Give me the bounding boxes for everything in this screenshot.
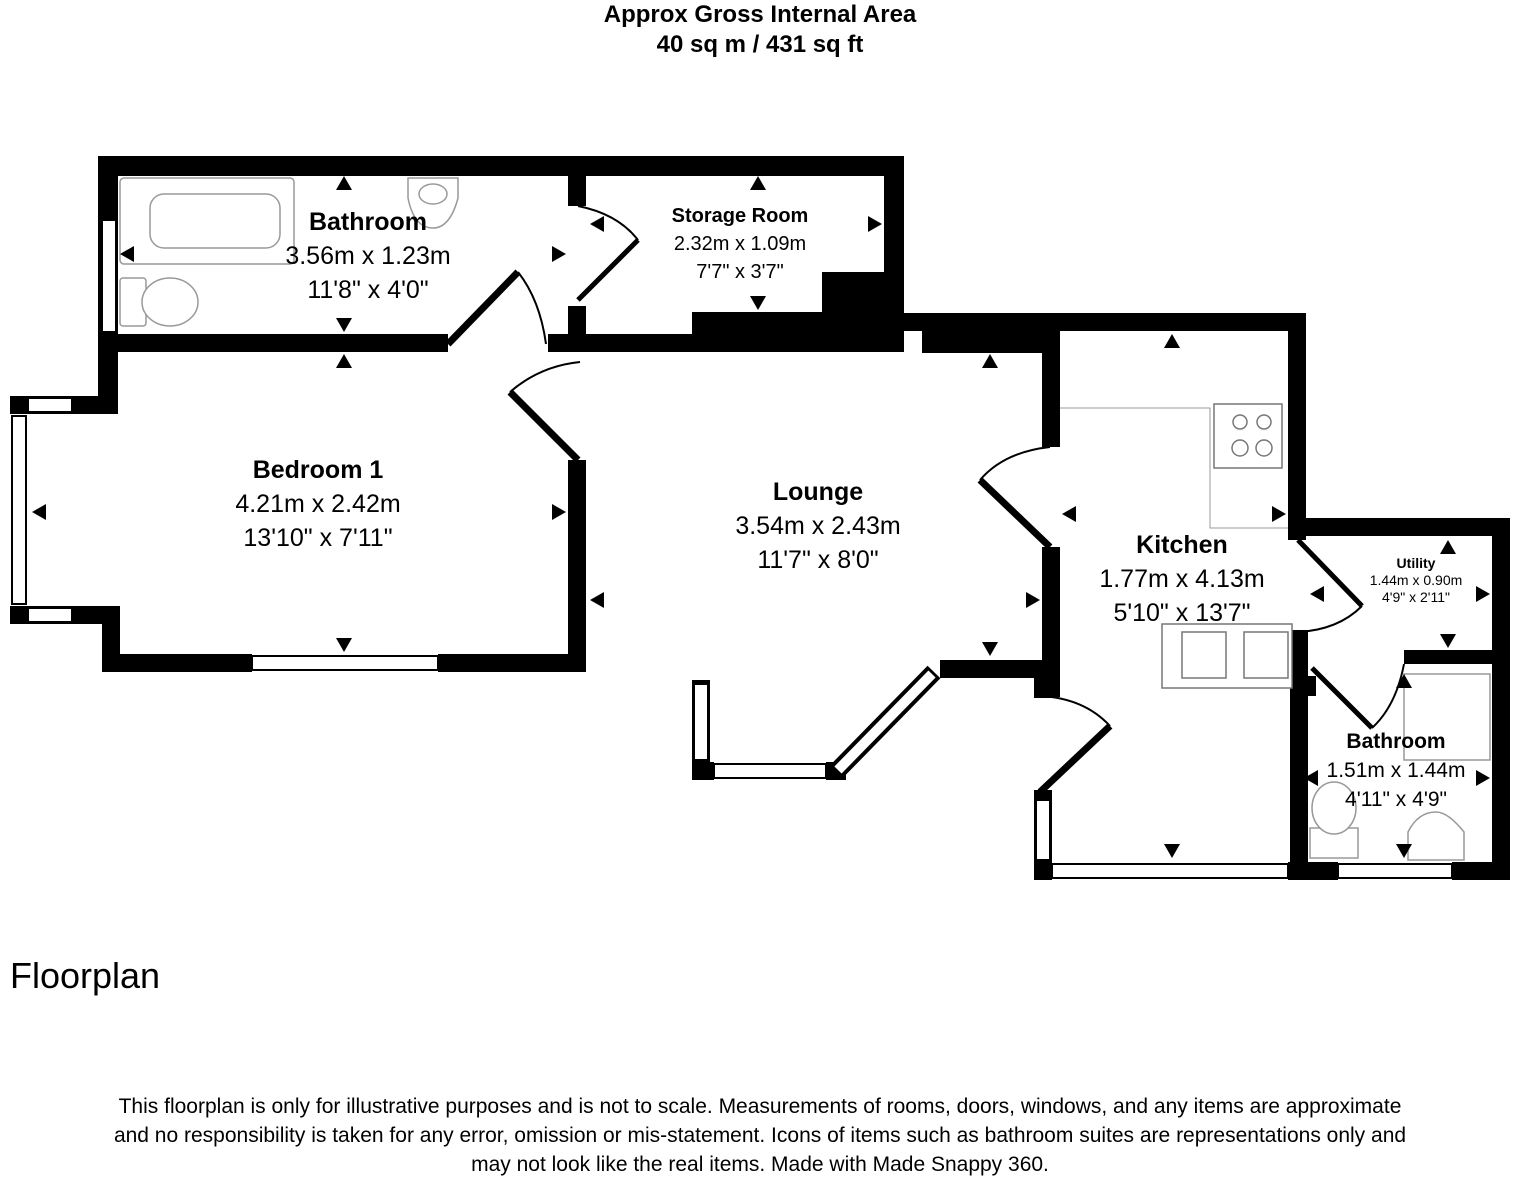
room-name: Bedroom 1 [252, 456, 384, 484]
walls [10, 156, 1510, 880]
room-label-bedroom-1: Bedroom 1 4.21m x 2.42m 13'10" x 7'11" [208, 453, 428, 555]
room-name: Bathroom [1346, 730, 1446, 753]
toilet-icon [119, 277, 199, 327]
room-name: Storage Room [671, 205, 809, 227]
room-label-utility: Utility 1.44m x 0.90m 4'9" x 2'11" [1356, 555, 1476, 606]
room-name: Bathroom [308, 208, 428, 236]
bath-icon [119, 177, 295, 265]
room-name: Lounge [772, 478, 864, 506]
room-imperial: 7'7" x 3'7" [696, 261, 784, 283]
room-label-bathroom-2: Bathroom 1.51m x 1.44m 4'11" x 4'9" [1310, 727, 1482, 814]
disclaimer: This floorplan is only for illustrative … [0, 1092, 1520, 1179]
doors [445, 205, 1405, 795]
shower-tray-icon [1403, 673, 1491, 761]
floorplan-title: Floorplan [10, 955, 161, 996]
room-metric: 3.54m x 2.43m [735, 512, 901, 540]
room-metric: 1.51m x 1.44m [1326, 759, 1466, 782]
room-label-storage-room: Storage Room 2.32m x 1.09m 7'7" x 3'7" [630, 202, 850, 286]
basin-icon [1407, 811, 1465, 861]
room-name: Utility [1396, 555, 1436, 571]
windows [11, 219, 1453, 879]
disclaimer-line: This floorplan is only for illustrative … [118, 1095, 1402, 1118]
room-imperial: 4'11" x 4'9" [1345, 788, 1447, 811]
hob-icon [1213, 403, 1283, 469]
area-header: Approx Gross Internal Area 40 sq m / 431… [0, 0, 1520, 60]
room-metric: 1.44m x 0.90m [1369, 572, 1463, 588]
kitchen-sink-icon [1161, 623, 1293, 689]
room-metric: 4.21m x 2.42m [235, 490, 401, 518]
room-imperial: 11'8" x 4'0" [307, 276, 429, 304]
room-label-bathroom: Bathroom 3.56m x 1.23m 11'8" x 4'0" [258, 205, 478, 307]
room-imperial: 4'9" x 2'11" [1382, 589, 1450, 605]
room-name: Kitchen [1136, 531, 1228, 559]
room-imperial: 13'10" x 7'11" [243, 524, 393, 552]
sink-icon [407, 177, 459, 229]
disclaimer-line: and no responsibility is taken for any e… [113, 1124, 1407, 1147]
room-label-lounge: Lounge 3.54m x 2.43m 11'7" x 8'0" [708, 475, 928, 577]
area-header-value: 40 sq m / 431 sq ft [656, 31, 864, 58]
area-header-title: Approx Gross Internal Area [603, 1, 917, 28]
measurement-arrows [32, 176, 1490, 858]
room-imperial: 11'7" x 8'0" [757, 546, 879, 574]
room-label-kitchen: Kitchen 1.77m x 4.13m 5'10" x 13'7" [1072, 528, 1292, 630]
disclaimer-line: may not look like the real items. Made w… [471, 1153, 1049, 1176]
worktop-outline [1060, 407, 1288, 529]
room-imperial: 5'10" x 13'7" [1113, 599, 1251, 627]
toilet-icon-2 [1309, 781, 1359, 859]
room-metric: 3.56m x 1.23m [285, 242, 451, 270]
room-metric: 2.32m x 1.09m [673, 233, 807, 255]
bay-window [829, 665, 941, 779]
room-metric: 1.77m x 4.13m [1099, 565, 1265, 593]
